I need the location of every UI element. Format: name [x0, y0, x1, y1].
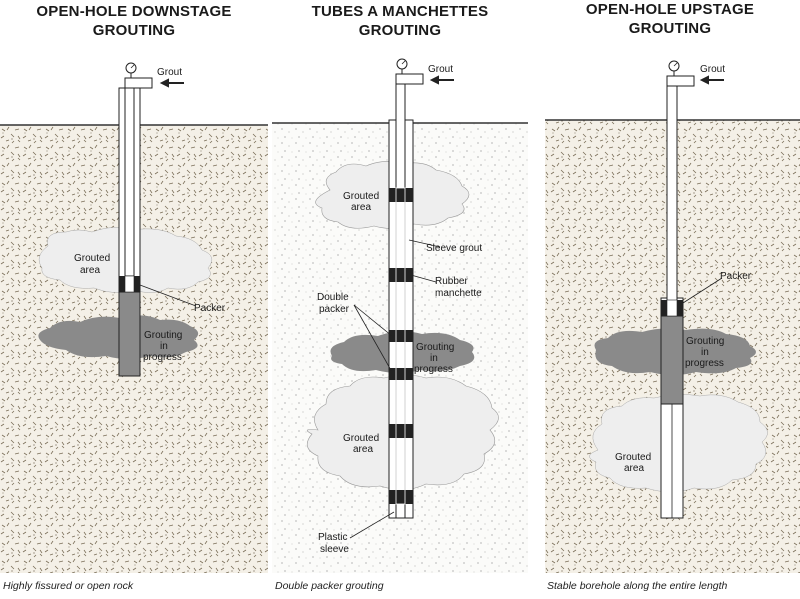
panel-1-gauge-needle	[130, 64, 135, 69]
panel-1-grouting-label-2: in	[160, 341, 168, 352]
panel-3-pipe	[666, 83, 678, 317]
panel-1-grouting-label-1: Grouting	[144, 330, 182, 341]
panel-2-grout-label: Grout	[428, 64, 453, 75]
panel-2-grouted-area-top-label-2: area	[351, 202, 371, 213]
panel-1-packer-leader	[139, 284, 197, 307]
panel-1-grout-label: Grout	[157, 67, 182, 78]
panel-2-grout-arrow-icon	[429, 75, 454, 85]
panel-2-pipe-head	[395, 73, 424, 85]
panel-1-packer-core	[124, 275, 135, 293]
panel-2-double-packer-lower	[389, 368, 413, 380]
panel-2-manchette	[389, 424, 413, 438]
panel-2-grouting-label-2: in	[430, 353, 438, 364]
panel-3-grouting-label-1: Grouting	[686, 336, 724, 347]
panel-3-caption: Stable borehole along the entire length	[547, 580, 728, 592]
panel-1-grouted-area-label-2: area	[80, 265, 100, 276]
panel-1-packer-label: Packer	[194, 303, 226, 314]
panel-2-inner-tube	[395, 187, 406, 505]
panel-1-pipe	[124, 87, 135, 277]
panel-1-grouted-area-label-1: Grouted	[74, 253, 110, 264]
panel-1-title-line1: OPEN-HOLE DOWNSTAGE	[36, 3, 232, 20]
panel-2-double-packer-leader-a	[353, 304, 393, 337]
panel-2-sleeve-grout-leader	[408, 239, 441, 248]
panel-3-gauge-needle	[673, 62, 678, 67]
panel-2-title: TUBES A MANCHETTES GROUTING	[272, 2, 528, 40]
panel-2-manchette	[389, 188, 413, 202]
panel-3-grouting-label-3: progress	[685, 358, 724, 369]
panel-2-double-packer-label-1: Double	[317, 292, 349, 303]
panel-3: Grout Packer Grouting in progress Groute…	[545, 60, 800, 573]
panel-1-grout-arrow-icon	[159, 78, 184, 88]
panel-2-grouting-label-1: Grouting	[416, 342, 454, 353]
panel-3-grouting-label-2: in	[701, 347, 709, 358]
panel-2-manchette	[389, 268, 413, 282]
panel-2-plastic-sleeve-label-2: sleeve	[320, 544, 349, 555]
panel-3-packer-label: Packer	[720, 271, 752, 282]
panel-2-double-packer-label-2: packer	[319, 304, 350, 315]
panel-2-caption: Double packer grouting	[275, 580, 384, 592]
panel-2-gauge-needle	[401, 60, 406, 65]
panel-1-grouting-in-progress	[38, 315, 199, 359]
panel-2-rubber-label-1: Rubber	[435, 276, 468, 287]
panel-3-grout-label: Grout	[700, 64, 725, 75]
panel-2: Grout Grouted area Sleeve grout Rubber m…	[272, 58, 528, 573]
panel-3-title-line2: GROUTING	[628, 20, 712, 37]
panel-1-title-line2: GROUTING	[92, 22, 176, 39]
panel-2-manchette	[389, 490, 413, 504]
panel-1-title: OPEN-HOLE DOWNSTAGE GROUTING	[0, 2, 268, 40]
panel-3-pipe-head	[666, 75, 695, 87]
panel-2-sleeve-grout-label: Sleeve grout	[426, 243, 482, 254]
panel-1-grouting-label-3: progress	[143, 352, 182, 363]
panel-3-title-line1: OPEN-HOLE UPSTAGE	[585, 1, 755, 18]
panel-2-plastic-sleeve-leader	[349, 511, 395, 539]
panel-2-grouting-label-3: progress	[414, 364, 453, 375]
panel-2-rubber-label-2: manchette	[435, 288, 482, 299]
panel-3-packer-leader	[682, 277, 723, 304]
panel-2-grouted-area-top-label-1: Grouted	[343, 191, 379, 202]
panel-2-rubber-leader	[410, 274, 437, 283]
panel-1-grout-column	[118, 291, 141, 377]
panel-1-pipe-head	[124, 77, 153, 89]
panel-1: Grout Grouted area Packer Grouting in pr…	[0, 62, 268, 573]
panel-2-plastic-sleeve-label-1: Plastic	[318, 532, 347, 543]
panel-2-pipe	[395, 81, 406, 519]
panel-3-grout-column	[660, 315, 684, 405]
panel-2-title-line1: TUBES A MANCHETTES	[311, 3, 489, 20]
panel-3-grouted-area-label-1: Grouted	[615, 452, 651, 463]
panel-2-grouted-area-bottom-label-2: area	[353, 444, 373, 455]
panel-2-grouted-area-bottom-label-1: Grouted	[343, 433, 379, 444]
panel-2-title-line2: GROUTING	[358, 22, 442, 39]
panel-2-double-packer-leader-b	[353, 304, 393, 373]
panel-3-grout-arrow-icon	[699, 75, 724, 85]
panel-2-double-packer-upper	[389, 330, 413, 342]
panel-3-packer-core	[666, 299, 678, 317]
panel-1-caption: Highly fissured or open rock	[3, 580, 134, 592]
panel-3-grouted-area-label-2: area	[624, 463, 644, 474]
panel-3-title: OPEN-HOLE UPSTAGE GROUTING	[540, 0, 800, 38]
